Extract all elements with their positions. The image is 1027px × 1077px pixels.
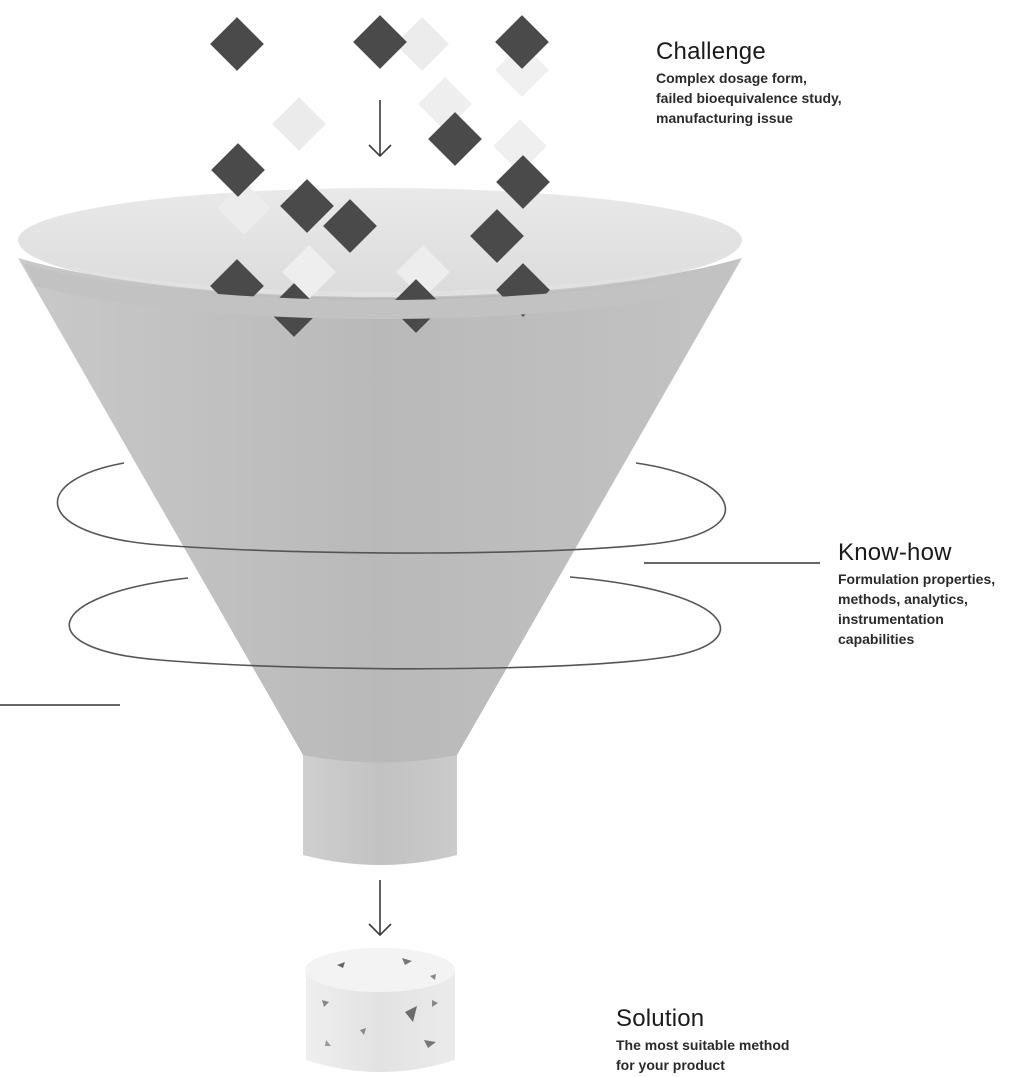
challenge-line: failed bioequivalence study, (656, 90, 842, 106)
diamond-tile-icon (396, 245, 450, 299)
down-arrow-icon (368, 880, 392, 937)
diamond-tile-icon (211, 143, 265, 197)
solution-label: Solution The most suitable method for yo… (616, 1005, 789, 1075)
knowhow-label: Know-how Formulation properties, methods… (838, 539, 995, 649)
diamond-tile-icon (353, 15, 407, 69)
funnel-icon (18, 258, 742, 763)
solution-title: Solution (616, 1005, 705, 1032)
diamond-tile-icon (280, 179, 334, 233)
diamond-tile-icon (210, 17, 264, 71)
tablet-icon (305, 948, 455, 1072)
challenge-description: Complex dosage form, failed bioequivalen… (656, 68, 842, 128)
orbit-ring-icon (56, 462, 727, 670)
diamond-tile-icon (495, 15, 549, 69)
knowhow-line: methods, analytics, (838, 591, 968, 607)
knowhow-title: Know-how (838, 539, 952, 566)
diamond-tile-icon (470, 209, 524, 263)
funnel-front-occluder (24, 264, 736, 319)
challenge-line: manufacturing issue (656, 110, 793, 126)
solution-line: The most suitable method (616, 1037, 790, 1053)
knowhow-description: Formulation properties, methods, analyti… (838, 569, 995, 649)
funnel-spout (303, 740, 457, 865)
diamond-tile-icon (272, 97, 326, 151)
challenge-title: Challenge (656, 38, 766, 65)
challenge-line: Complex dosage form, (656, 70, 807, 86)
diamond-tile-icon (428, 112, 482, 166)
diamond-tile-icon (323, 199, 377, 253)
knowhow-line: capabilities (838, 631, 915, 647)
diamond-tile-icon (395, 17, 449, 71)
solution-line: for your product (616, 1057, 725, 1073)
knowhow-line: instrumentation (838, 611, 944, 627)
diamond-tile-icon (217, 181, 271, 235)
knowhow-line: Formulation properties, (838, 571, 996, 587)
funnel-rim (18, 188, 742, 292)
down-arrow-icon (368, 100, 392, 158)
challenge-label: Challenge Complex dosage form, failed bi… (656, 38, 842, 128)
solution-description: The most suitable method for your produc… (616, 1035, 789, 1075)
